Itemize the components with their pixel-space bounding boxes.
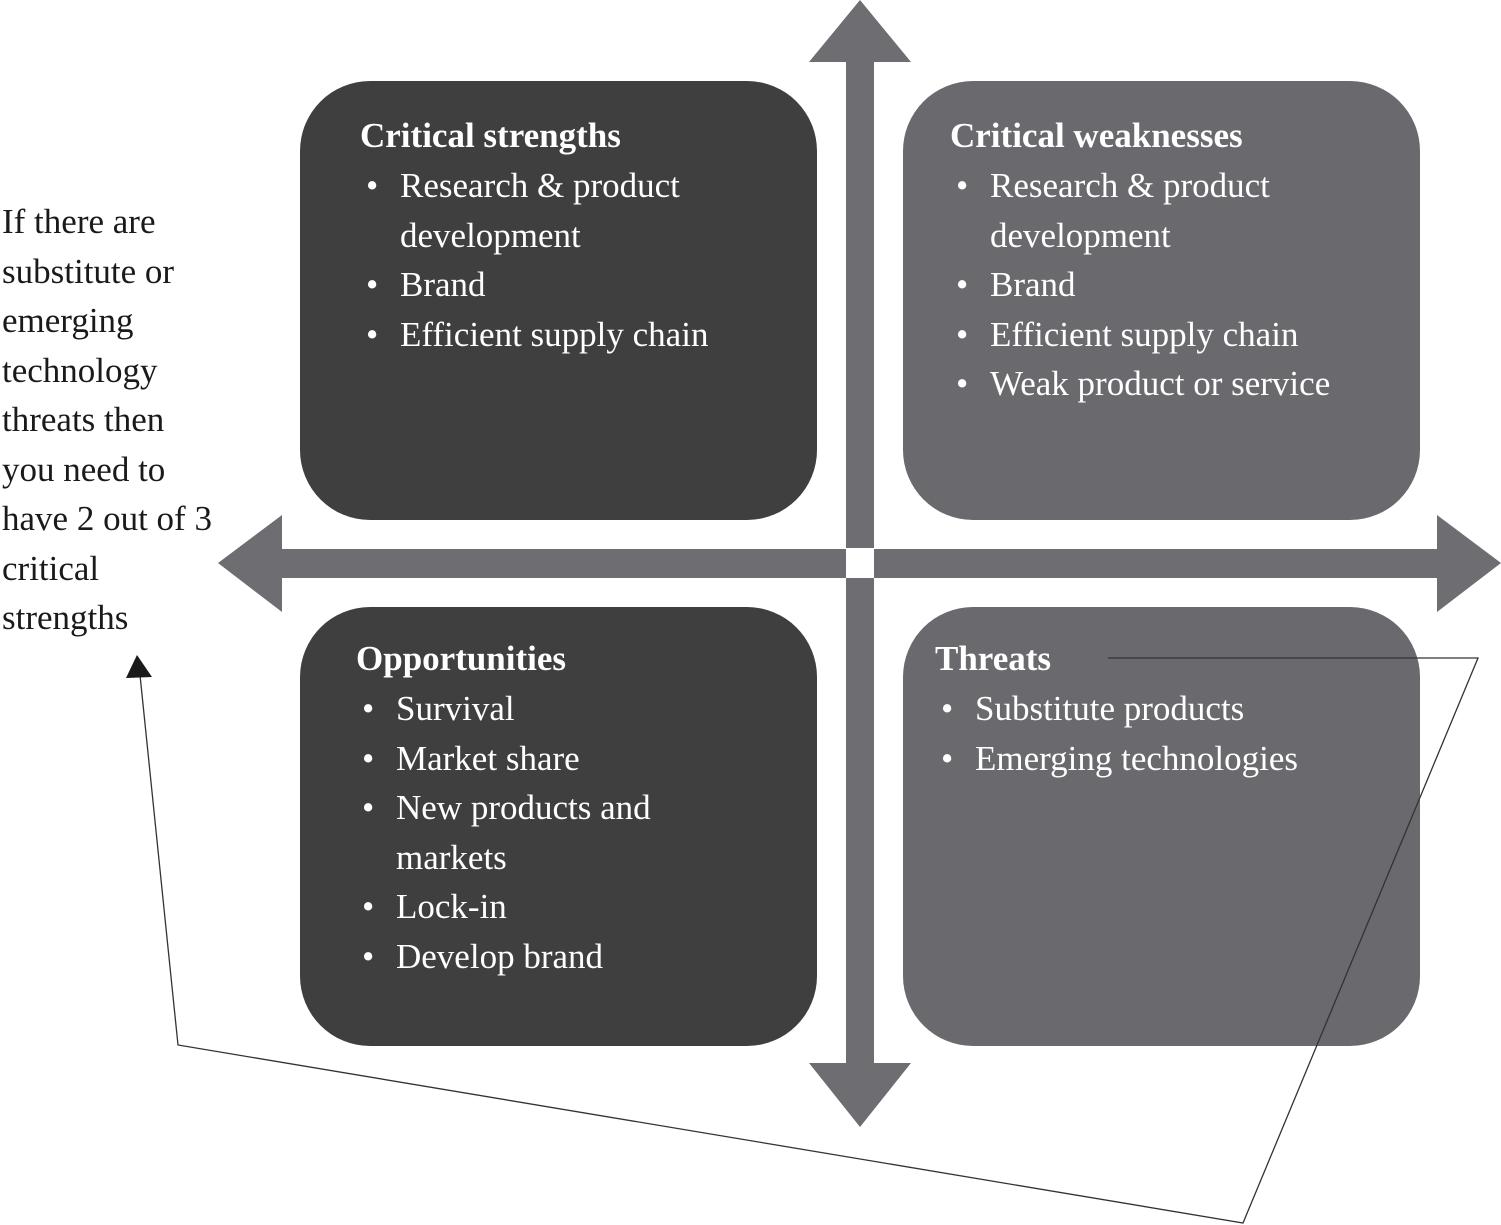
bullet-icon: • <box>941 689 954 728</box>
list-item: •Weak product or service <box>950 359 1330 409</box>
list-item: •Lock-in <box>356 882 651 932</box>
bullet-icon: • <box>941 738 954 778</box>
quadrant-title: Threats <box>935 639 1052 678</box>
quadrant-threats: Threats •Substitute products •Emerging t… <box>903 607 1420 1046</box>
item-list: •Survival •Market share •New products an… <box>356 684 651 981</box>
bullet-icon: • <box>366 314 379 354</box>
arrow-up-icon <box>809 0 911 548</box>
list-item: •Substitute products <box>935 684 1298 734</box>
arrow-left-icon <box>218 515 846 612</box>
item-list: •Substitute products •Emerging technolog… <box>935 684 1298 783</box>
bullet-icon: • <box>956 166 969 205</box>
bullet-icon: • <box>362 738 375 778</box>
list-item: •Brand <box>360 260 708 310</box>
bullet-icon: • <box>956 265 969 304</box>
list-item: •Efficient supply chain <box>950 310 1330 360</box>
arrow-right-icon <box>874 515 1501 612</box>
quadrant-title: Opportunities <box>356 639 567 678</box>
list-item: •Survival <box>356 684 651 734</box>
side-note: If there are substitute or emerging tech… <box>2 202 212 637</box>
arrow-down-icon <box>809 578 911 1127</box>
bullet-icon: • <box>362 887 375 926</box>
bullet-icon: • <box>956 364 969 403</box>
list-item: •Develop brand <box>356 932 651 982</box>
bullet-icon: • <box>366 265 379 304</box>
bullet-icon: • <box>362 936 375 976</box>
list-item: •Efficient supply chain <box>360 310 708 360</box>
quadrant-title: Critical strengths <box>360 116 621 155</box>
list-item: •Emerging technologies <box>935 734 1298 784</box>
bullet-icon: • <box>366 166 379 205</box>
quadrant-opportunities: Opportunities •Survival •Market share •N… <box>300 607 817 1046</box>
list-item: •Brand <box>950 260 1330 310</box>
bullet-icon: • <box>362 689 375 728</box>
quadrant-title: Critical weaknesses <box>950 116 1243 155</box>
bullet-icon: • <box>362 788 375 827</box>
bullet-icon: • <box>956 314 969 354</box>
list-item: •Market share <box>356 734 651 784</box>
